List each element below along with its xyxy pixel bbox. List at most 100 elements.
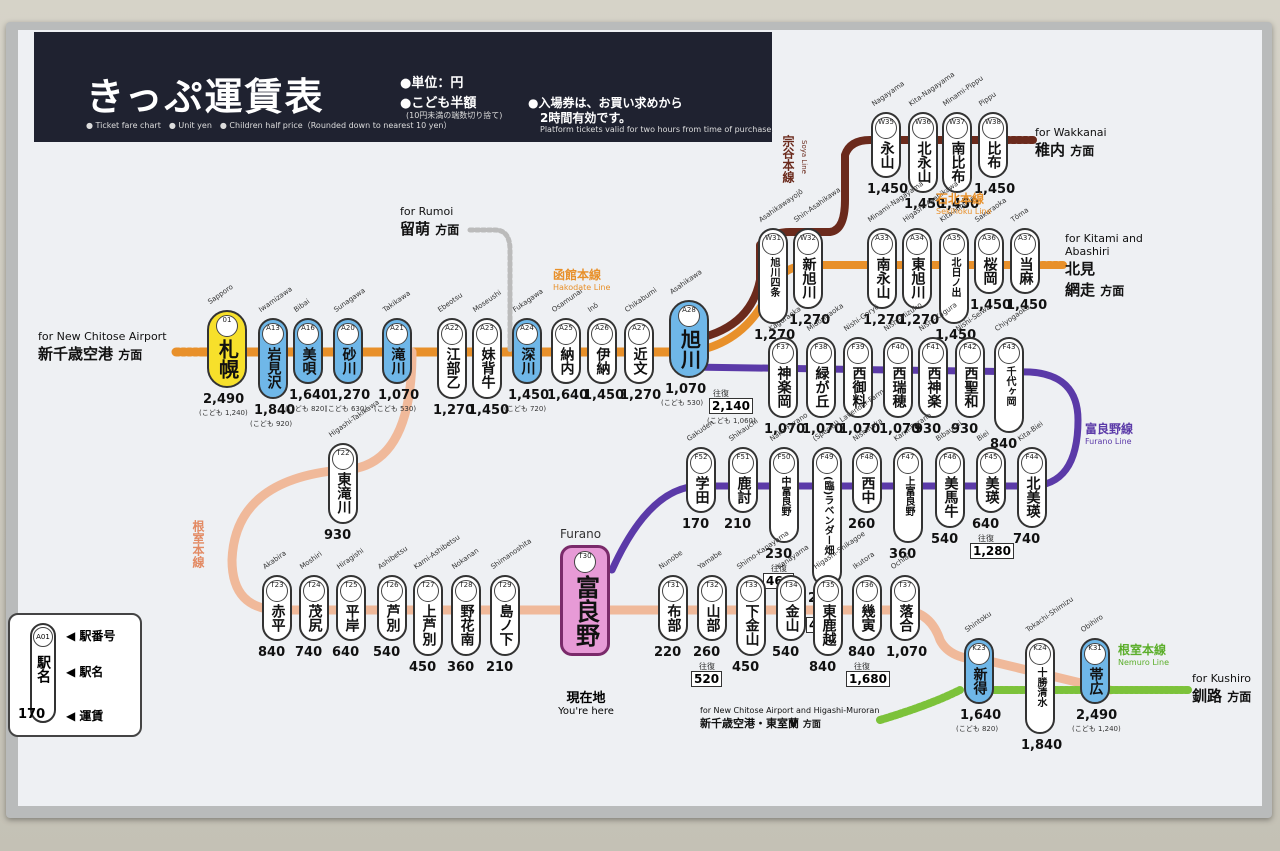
station-child-fare: (こども 1,240)	[1072, 725, 1121, 733]
station-fare: 1,640	[289, 388, 331, 403]
station-fare: 1,070	[378, 388, 420, 403]
header-panel: きっぷ運賃表 ●単位：円 ●こども半額 (10円未満の端数切り捨て) ●入場券は…	[34, 32, 774, 142]
station-number: F47	[897, 452, 919, 474]
station-fare: 210	[486, 660, 514, 675]
station-number: F37	[772, 342, 794, 364]
station-name: 野花南	[458, 604, 475, 646]
station-fare: 1,640	[960, 708, 1002, 723]
station-name: 美唄	[300, 347, 317, 375]
station-name: 滝川	[389, 347, 406, 375]
station-shimokanayama: T33 下金山	[736, 575, 766, 656]
station-child-fare: (こども 920)	[250, 420, 293, 428]
station-name: 桜岡	[981, 257, 998, 285]
round-trip-child-fare: (こども 1,060)	[707, 417, 756, 425]
station-fare: 1,450	[904, 197, 946, 212]
station-fare: 1,450	[867, 182, 909, 197]
station-fare: 540	[373, 645, 401, 660]
station-name: 北永山	[915, 141, 932, 183]
line-muroran-dash	[876, 686, 964, 724]
station-number: F46	[939, 452, 961, 474]
station-number: A20	[337, 323, 359, 345]
station-name: 新得	[971, 667, 988, 695]
station-number: T36	[856, 580, 878, 602]
station-number: T28	[455, 580, 477, 602]
station-fare: 1,270	[789, 313, 831, 328]
station-number: A34	[906, 233, 928, 255]
platform-english-note: Platform tickets valid for two hours fro…	[540, 125, 774, 134]
station-name: 比布	[985, 141, 1002, 169]
station-name: 金山	[783, 604, 800, 632]
station-fare: 1,270	[898, 313, 940, 328]
station-english-name: Furano	[560, 527, 602, 541]
station-number: T25	[340, 580, 362, 602]
station-number: F40	[887, 342, 909, 364]
legend-box: A01 駅名 ◀ 駅番号 ◀ 駅名 170 ◀ 運賃	[8, 613, 142, 737]
header-english-note: ● Ticket fare chart ● Unit yen ● Childre…	[86, 121, 452, 130]
station-number: A23	[476, 323, 498, 345]
station-fare: 1,070	[802, 422, 844, 437]
station-fare: 1,840	[254, 403, 296, 418]
station-number: T27	[417, 580, 439, 602]
station-fare: 540	[772, 645, 800, 660]
station-number: F39	[847, 342, 869, 364]
station-name: 旭川	[677, 329, 702, 369]
station-name: 落合	[897, 604, 914, 632]
station-number: 01	[216, 315, 238, 337]
station-name: 茂尻	[306, 604, 323, 632]
station-fare: 840	[258, 645, 286, 660]
station-fare: 1,450	[508, 388, 550, 403]
round-trip-fare: 520	[691, 671, 723, 687]
station-number: A13	[262, 323, 284, 345]
station-number: K23	[968, 643, 990, 665]
station-number: A16	[297, 323, 319, 345]
station-child-fare: (こども 1,240)	[199, 409, 248, 417]
direction-new-chitose: for New Chitose Airport 新千歳空港 方面	[38, 330, 167, 363]
station-number: F45	[980, 452, 1002, 474]
station-name: 上芦別	[420, 604, 437, 646]
station-child-fare: (こども 530)	[374, 405, 417, 413]
station-number: W32	[797, 233, 819, 255]
station-fare: 740	[1013, 532, 1041, 547]
station-child-fare: (こども 820)	[285, 405, 328, 413]
station-fare: 1,270	[863, 313, 905, 328]
station-child-fare: (こども 820)	[956, 725, 999, 733]
station-name: 新旭川	[800, 257, 817, 299]
station-child-fare: (こども 630)	[325, 405, 368, 413]
station-number: W35	[875, 117, 897, 139]
station-name: 砂川	[340, 347, 357, 375]
station-name: 鹿討	[735, 476, 752, 504]
line-soya	[686, 136, 1004, 344]
station-name: 下金山	[743, 604, 760, 646]
station-name: (臨)ラベンダー畑	[822, 476, 833, 556]
station-number: T24	[303, 580, 325, 602]
station-number: A26	[591, 323, 613, 345]
station-name: 当麻	[1017, 257, 1034, 285]
legend-num-label: ◀ 駅番号	[66, 629, 116, 643]
station-fare: 1,450	[938, 197, 980, 212]
station-number: T33	[740, 580, 762, 602]
line-rumoi-dashed	[467, 227, 513, 355]
